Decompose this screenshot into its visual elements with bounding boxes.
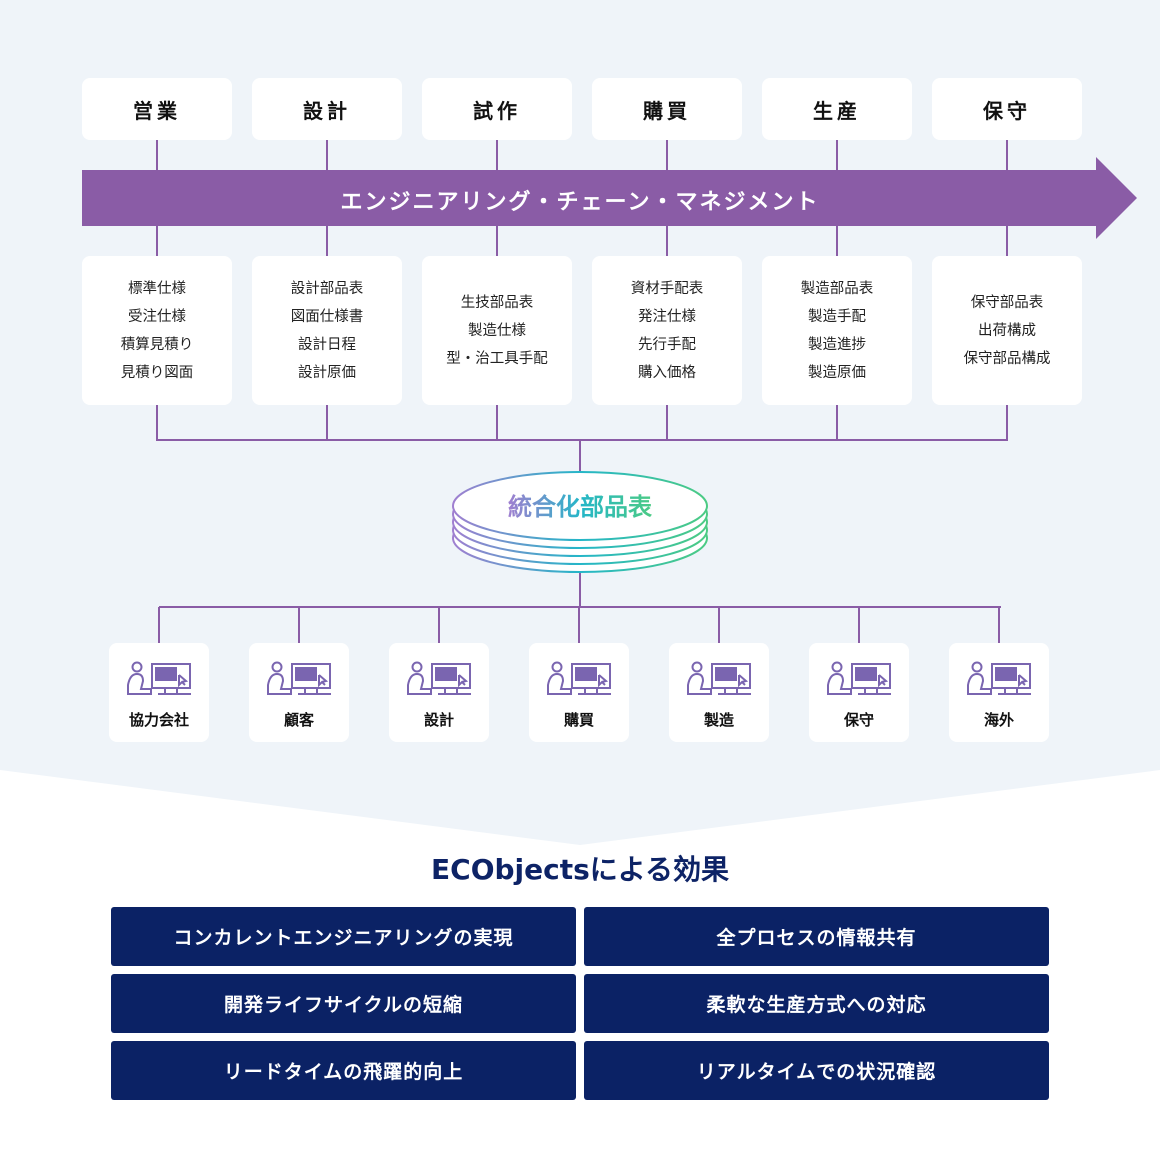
connector — [836, 226, 838, 256]
detail-item: 見積り図面 — [120, 364, 194, 381]
detail-item: 型・治工具手配 — [446, 350, 548, 367]
connector — [326, 140, 328, 170]
connector — [718, 607, 720, 643]
detail-card: 設計部品表図面仕様書設計日程設計原価 — [252, 256, 402, 405]
phase-card: 試作 — [422, 78, 572, 140]
connector — [666, 226, 668, 256]
phase-card: 生産 — [762, 78, 912, 140]
detail-item: 資材手配表 — [630, 280, 704, 297]
user-card-5: 製造 — [669, 643, 769, 742]
detail-card: 標準仕様受注仕様積算見積り見積り図面 — [82, 256, 232, 405]
user-computer-icon — [965, 661, 1033, 701]
detail-item: 生技部品表 — [460, 294, 534, 311]
user-label: 保守 — [843, 711, 874, 729]
connector — [666, 405, 668, 441]
connector — [1006, 140, 1008, 170]
detail-item: 製造進捗 — [808, 336, 866, 353]
user-computer-icon — [685, 661, 753, 701]
connector — [496, 405, 498, 441]
detail-item: 図面仕様書 — [290, 308, 364, 325]
effect-item: コンカレントエンジニアリングの実現 — [111, 907, 576, 966]
connector — [666, 140, 668, 170]
connector — [1006, 405, 1008, 441]
detail-item: 積算見積り — [120, 336, 194, 353]
user-label: 設計 — [423, 711, 454, 729]
phase-card: 購買 — [592, 78, 742, 140]
detail-item: 設計原価 — [298, 364, 356, 381]
banner-label: エンジニアリング・チェーン・マネジメント — [340, 190, 820, 215]
detail-item: 標準仕様 — [128, 280, 186, 297]
user-card-1: 協力会社 — [109, 643, 209, 742]
user-card-2: 顧客 — [249, 643, 349, 742]
user-label: 顧客 — [283, 711, 314, 729]
effects-title: ECObjectsによる効果 — [431, 853, 729, 886]
user-label: 協力会社 — [128, 711, 189, 729]
effect-item: 開発ライフサイクルの短縮 — [111, 974, 576, 1033]
effect-item: 柔軟な生産方式への対応 — [584, 974, 1049, 1033]
detail-card: 資材手配表発注仕様先行手配購入価格 — [592, 256, 742, 405]
detail-item: 製造原価 — [808, 364, 866, 381]
user-card-4: 購買 — [529, 643, 629, 742]
user-computer-icon — [545, 661, 613, 701]
detail-item: 購入価格 — [638, 364, 696, 381]
detail-item: 設計部品表 — [290, 280, 364, 297]
detail-item: 製造部品表 — [800, 280, 874, 297]
user-card-6: 保守 — [809, 643, 909, 742]
phase-card: 保守 — [932, 78, 1082, 140]
connector — [158, 607, 160, 643]
detail-card: 製造部品表製造手配製造進捗製造原価 — [762, 256, 912, 405]
connector — [836, 140, 838, 170]
detail-card: 生技部品表製造仕様型・治工具手配 — [422, 256, 572, 405]
user-label: 海外 — [983, 711, 1014, 729]
detail-card: 保守部品表出荷構成保守部品構成 — [932, 256, 1082, 405]
detail-item: 先行手配 — [638, 336, 696, 353]
ecm-arrow — [82, 157, 1137, 239]
effect-item: リードタイムの飛躍的向上 — [111, 1041, 576, 1100]
connector — [998, 607, 1000, 643]
user-computer-icon — [125, 661, 193, 701]
detail-item: 保守部品表 — [970, 294, 1044, 311]
connector — [496, 226, 498, 256]
phase-card: 営業 — [82, 78, 232, 140]
detail-item: 出荷構成 — [978, 322, 1036, 339]
connector — [1006, 226, 1008, 256]
connector — [326, 226, 328, 256]
phase-card: 設計 — [252, 78, 402, 140]
connector — [438, 607, 440, 643]
user-label: 購買 — [563, 711, 594, 729]
effect-item: リアルタイムでの状況確認 — [584, 1041, 1049, 1100]
center-label: 統合化部品表 — [508, 493, 653, 521]
connector — [496, 140, 498, 170]
user-computer-icon — [265, 661, 333, 701]
connector — [156, 226, 158, 256]
database-disc-icon — [452, 471, 708, 573]
detail-item: 受注仕様 — [128, 308, 186, 325]
detail-item: 発注仕様 — [638, 308, 696, 325]
connector — [578, 607, 580, 643]
connector — [298, 607, 300, 643]
user-card-3: 設計 — [389, 643, 489, 742]
connector — [858, 607, 860, 643]
detail-item: 製造手配 — [808, 308, 866, 325]
detail-item: 製造仕様 — [468, 322, 526, 339]
user-card-7: 海外 — [949, 643, 1049, 742]
detail-item: 設計日程 — [298, 336, 356, 353]
connector — [156, 140, 158, 170]
effect-item: 全プロセスの情報共有 — [584, 907, 1049, 966]
user-computer-icon — [405, 661, 473, 701]
connector — [836, 405, 838, 441]
user-computer-icon — [825, 661, 893, 701]
user-label: 製造 — [703, 711, 734, 729]
connector — [156, 405, 158, 441]
connector — [326, 405, 328, 441]
detail-item: 保守部品構成 — [963, 350, 1051, 367]
